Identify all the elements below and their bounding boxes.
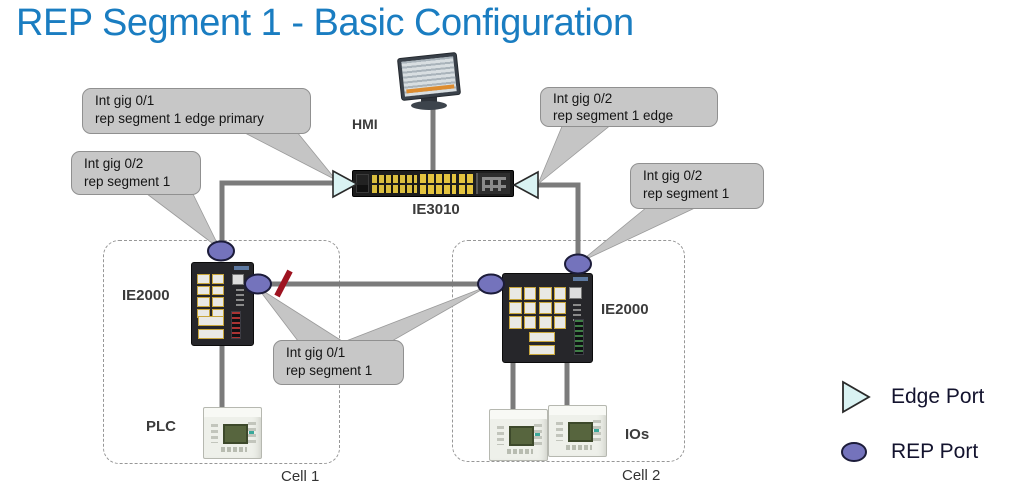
cisco-logo: [573, 277, 588, 281]
ie2000-left-label: IE2000: [122, 287, 170, 304]
rep-port-icon-left-top: [207, 240, 235, 262]
plc-bottom-buttons: [221, 447, 247, 452]
page-title: REP Segment 1 - Basic Configuration: [16, 2, 634, 44]
ie2000-right-port-grid-a: [509, 287, 536, 329]
callout-right-rep: Int gig 0/2 rep segment 1: [630, 163, 764, 209]
status-leds: [236, 289, 244, 307]
io-connector-strip: [231, 311, 241, 339]
legend-edge-port-icon: [842, 380, 871, 414]
callout-line: Int gig 0/2: [553, 91, 613, 106]
edge-port-icon-left: [332, 169, 359, 199]
callout-edge: Int gig 0/2 rep segment 1 edge: [540, 87, 718, 127]
rep-port-icon-left-right: [244, 273, 272, 295]
hmi-device: [396, 51, 462, 110]
plc-label: PLC: [146, 418, 176, 435]
console-port: [569, 287, 582, 299]
status-leds: [573, 304, 581, 324]
ie2000-left-switch: [191, 262, 254, 346]
legend-edge-port-label: Edge Port: [891, 385, 985, 408]
cell2-label: Cell 2: [622, 467, 661, 484]
callout-line: Int gig 0/2: [643, 168, 703, 183]
cell2-boundary: [452, 240, 685, 462]
callout-line: Int gig 0/2: [84, 156, 144, 171]
io-right-buttons: [593, 420, 601, 441]
callout-line: rep segment 1: [643, 186, 730, 201]
rep-port-icon-right-left: [477, 273, 505, 295]
io-device-2: [548, 405, 607, 457]
blocked-port-slash: [274, 269, 293, 298]
plc-left-buttons: [211, 424, 218, 443]
io-left-buttons: [556, 422, 563, 441]
edge-port-icon-right: [512, 170, 539, 200]
callout-line: rep segment 1 edge primary: [95, 111, 264, 126]
ios-label: IOs: [625, 426, 650, 443]
legend-rep-port-label: REP Port: [891, 440, 979, 463]
ie2000-right-bottom-ports: [529, 332, 555, 355]
rep-port-icon-right-top: [564, 253, 592, 275]
callout-bottom-rep: Int gig 0/1 rep segment 1: [273, 340, 404, 385]
plc-screen: [223, 424, 248, 444]
ie3010-power-module: [476, 173, 510, 194]
io-screen: [568, 422, 593, 442]
callout-line: rep segment 1: [84, 174, 171, 189]
hmi-stand-neck: [421, 94, 437, 103]
hmi-stand-base: [411, 101, 447, 110]
ie3010-rj45-ports: [420, 173, 456, 194]
callout-edge-primary: Int gig 0/1 rep segment 1 edge primary: [82, 88, 311, 134]
link-ie3010-right-ie2000: [536, 182, 581, 262]
io-connector-strip: [574, 319, 584, 355]
ie2000-right-switch: [502, 273, 593, 363]
ie2000-left-bottom-ports: [198, 316, 224, 339]
plc-device: [203, 407, 262, 459]
ie3010-uplink-ports: [458, 173, 474, 194]
io-left-buttons: [497, 426, 504, 445]
hmi-label: HMI: [352, 116, 378, 132]
cell1-label: Cell 1: [281, 468, 320, 485]
plc-right-buttons: [248, 422, 256, 443]
callout-line: Int gig 0/1: [95, 93, 155, 108]
callout-line: Int gig 0/1: [286, 345, 346, 360]
ie3010-label: IE3010: [412, 201, 460, 218]
ie2000-right-port-grid-b: [539, 287, 566, 329]
legend-rep-port-icon: [841, 442, 867, 462]
io-screen: [509, 426, 534, 446]
ie3010-switch: [352, 170, 514, 197]
ie2000-left-port-grid: [197, 274, 224, 318]
callout-left-rep: Int gig 0/2 rep segment 1: [71, 151, 201, 195]
io-bottom-buttons: [566, 445, 592, 450]
callout-line: rep segment 1: [286, 363, 373, 378]
io-bottom-buttons: [507, 449, 533, 454]
console-port: [232, 274, 244, 285]
ie3010-status-panel: [356, 174, 369, 193]
ie3010-sfp-ports: [371, 174, 418, 193]
io-device-1: [489, 409, 548, 461]
link-ie3010-left-ie2000: [219, 180, 334, 252]
ie2000-right-label: IE2000: [601, 301, 649, 318]
callout-line: rep segment 1 edge: [553, 107, 674, 123]
cisco-logo: [234, 266, 249, 270]
io-right-buttons: [534, 424, 542, 445]
